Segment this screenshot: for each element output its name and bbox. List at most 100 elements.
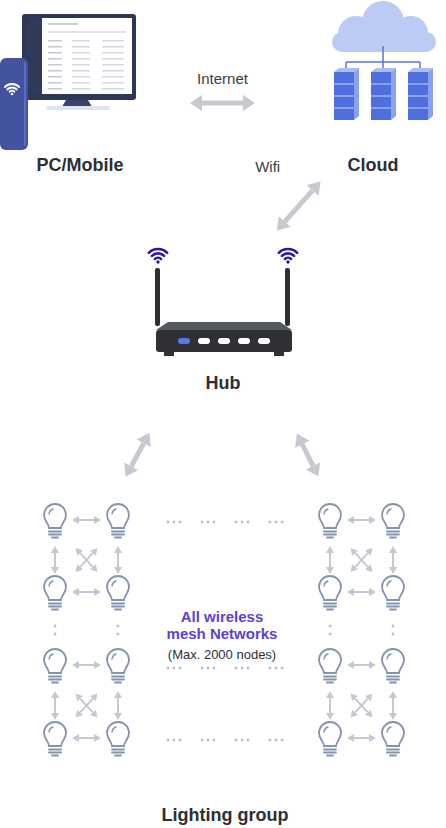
bulb-base — [112, 532, 124, 538]
router-led — [198, 338, 210, 344]
screen-row — [102, 40, 124, 42]
bulb-glass — [382, 649, 404, 673]
bulb-base — [112, 677, 124, 683]
wifi-arc — [152, 253, 164, 256]
ellipsis-dot — [173, 521, 176, 524]
wifi-symbol — [149, 249, 167, 264]
light-bulb — [107, 504, 129, 538]
server-side — [428, 68, 433, 120]
node-label: (Max. 2000 nodes) — [142, 647, 302, 663]
screen-bar — [48, 31, 126, 33]
bulb-shine — [324, 654, 328, 659]
bulb-base — [324, 532, 336, 538]
mesh-link — [79, 519, 94, 521]
ellipsis-dot — [201, 739, 204, 742]
screen-header — [48, 23, 78, 25]
mesh-link — [392, 698, 394, 713]
wifi-arc — [7, 87, 16, 89]
bulb-glass — [107, 504, 129, 528]
screen-row — [48, 46, 62, 48]
mesh-link — [355, 553, 368, 567]
bulb-glass — [319, 576, 341, 600]
bulb-shine — [324, 581, 328, 586]
double-arrow — [131, 443, 143, 466]
wifi-arc — [10, 90, 15, 93]
screen-row — [102, 88, 124, 90]
screen-row — [72, 64, 90, 66]
ellipsis-dot — [173, 739, 176, 742]
mesh-link — [354, 519, 369, 521]
server-front — [408, 72, 428, 120]
bulb-shine — [112, 727, 116, 732]
ellipsis-dot — [173, 667, 176, 670]
ellipsis-dot — [213, 739, 216, 742]
ellipsis-dot — [235, 739, 238, 742]
ellipsis-dot — [179, 521, 182, 524]
light-bulb — [382, 576, 404, 610]
ellipsis-dot — [235, 667, 238, 670]
ellipsis-dot — [179, 667, 182, 670]
screen-row — [102, 70, 124, 72]
bulb-base — [324, 750, 336, 756]
mesh-link — [329, 698, 331, 713]
light-bulb — [319, 576, 341, 610]
mesh-link — [79, 737, 94, 739]
mesh-link — [54, 553, 56, 567]
ellipsis-dot — [213, 667, 216, 670]
ellipsis-dot — [269, 521, 272, 524]
light-bulb — [382, 649, 404, 683]
bulb-shine — [112, 654, 116, 659]
light-bulb — [319, 722, 341, 756]
monitor-base — [46, 106, 110, 110]
screen-row — [72, 76, 90, 78]
bulb-shine — [49, 654, 53, 659]
bulb-glass — [44, 504, 66, 528]
wifi-symbol — [5, 84, 19, 95]
mesh-link — [80, 699, 93, 713]
bulb-base — [324, 604, 336, 610]
node-label: Cloud — [300, 154, 446, 176]
screen-row — [102, 46, 124, 48]
ellipsis-dot — [167, 521, 170, 524]
mesh-link — [354, 737, 369, 739]
ellipsis-dot — [54, 625, 57, 628]
bulb-glass — [382, 576, 404, 600]
bulb-base — [387, 604, 399, 610]
ellipsis-dot — [207, 667, 210, 670]
bulb-base — [112, 750, 124, 756]
mesh-link — [354, 591, 369, 593]
screen-row — [102, 52, 124, 54]
ellipsis-dot — [247, 521, 250, 524]
bulb-glass — [107, 722, 129, 746]
bulb-grid — [44, 504, 404, 756]
router-top — [156, 322, 292, 330]
router-led — [258, 338, 270, 344]
ellipsis-dot — [275, 667, 278, 670]
mesh-link — [80, 699, 93, 713]
mesh-link — [117, 698, 119, 713]
light-bulb — [319, 649, 341, 683]
light-bulb — [107, 722, 129, 756]
diagram-node: PC/Mobile — [0, 0, 160, 180]
bulb-glass — [319, 504, 341, 528]
screen-row — [48, 52, 62, 54]
bulb-shine — [112, 509, 116, 514]
light-bulb — [44, 576, 66, 610]
ellipsis-dot — [247, 667, 250, 670]
mesh-link — [355, 553, 368, 567]
ellipsis-dot — [179, 739, 182, 742]
ellipsis-dot — [201, 667, 204, 670]
server-front — [334, 72, 354, 120]
wifi-symbol — [279, 249, 297, 264]
bulb-glass — [319, 722, 341, 746]
router-body — [156, 330, 292, 352]
bulb-shine — [49, 727, 53, 732]
screen-row — [48, 88, 62, 90]
router-foot — [164, 352, 174, 356]
screen-row — [72, 82, 90, 84]
phone-body — [0, 58, 28, 150]
ellipsis-dot — [207, 521, 210, 524]
ellipsis-dot — [167, 739, 170, 742]
wifi-dot — [156, 260, 159, 263]
bulb-base — [49, 750, 61, 756]
